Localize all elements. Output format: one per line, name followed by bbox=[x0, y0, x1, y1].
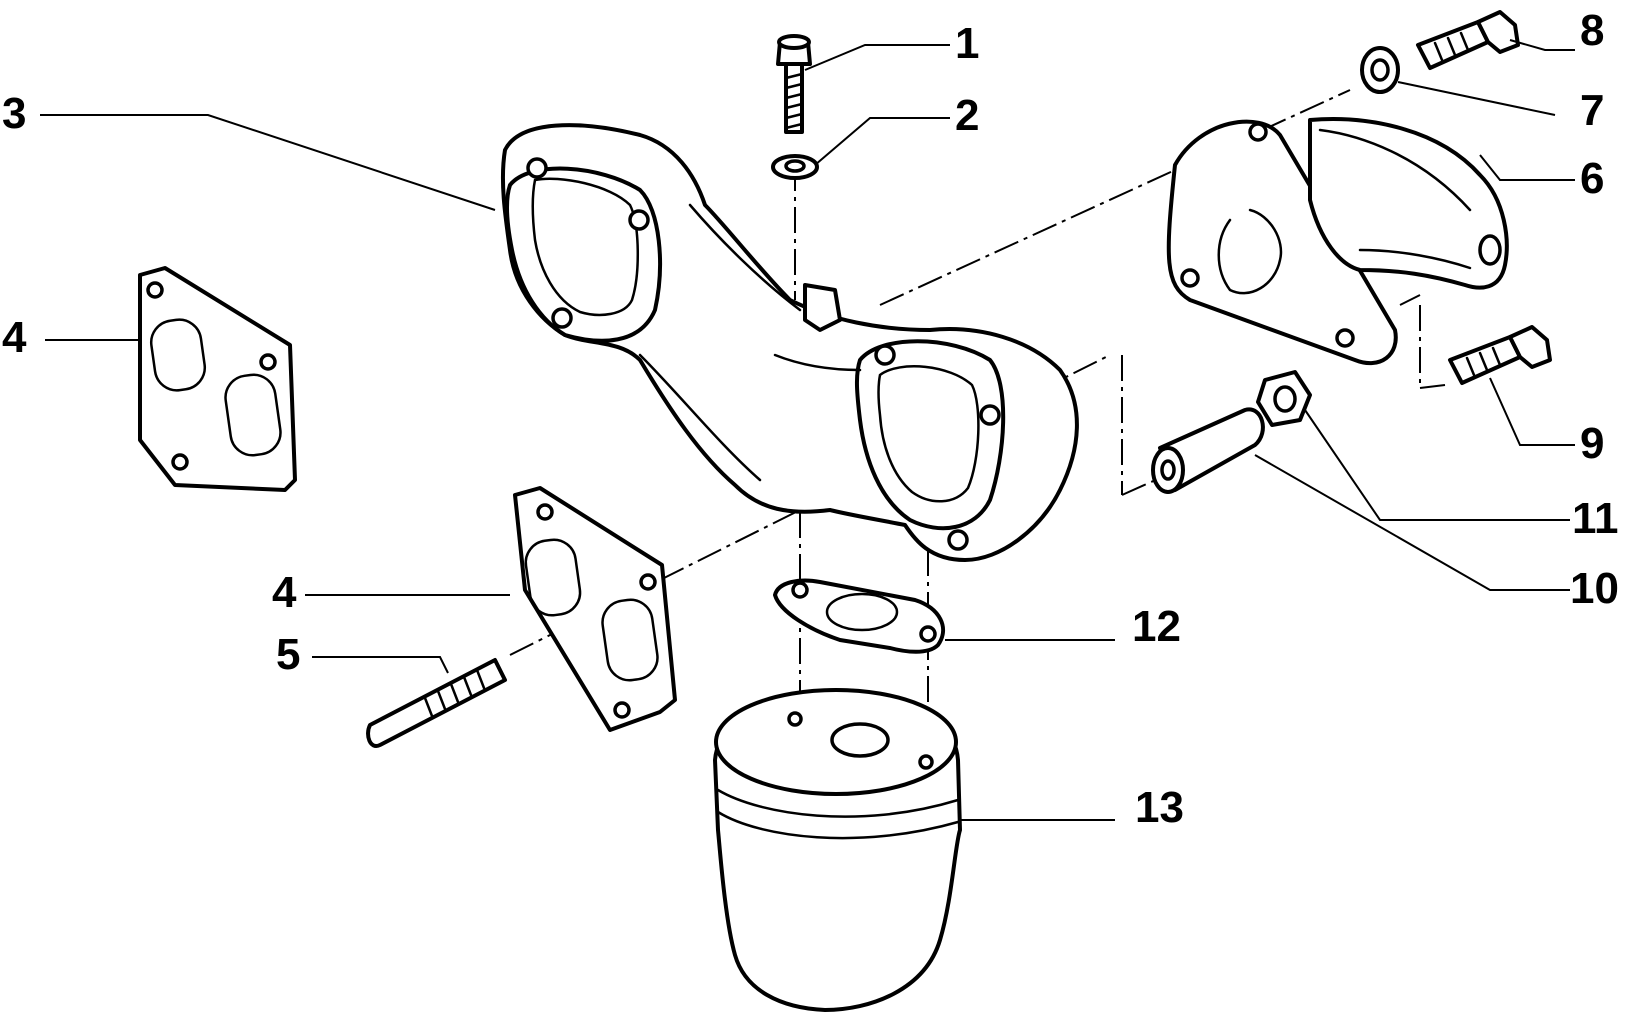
part-11-nut bbox=[1256, 370, 1312, 427]
callout-1: 1 bbox=[955, 19, 979, 68]
callout-2: 2 bbox=[955, 91, 979, 140]
part-10-sleeve bbox=[1151, 407, 1265, 494]
part-8-bolt bbox=[1416, 10, 1520, 70]
callout-4-lower: 4 bbox=[272, 568, 297, 617]
callout-3: 3 bbox=[2, 89, 26, 138]
callout-5: 5 bbox=[276, 630, 300, 679]
callout-8: 8 bbox=[1580, 6, 1604, 55]
part-4-gasket-upper bbox=[138, 266, 297, 492]
callout-6: 6 bbox=[1580, 154, 1604, 203]
part-7-washer bbox=[1360, 46, 1400, 94]
callout-4-upper: 4 bbox=[2, 313, 27, 362]
part-1-socket-screw bbox=[776, 34, 812, 134]
part-5-stud bbox=[366, 658, 507, 748]
part-9-bolt bbox=[1448, 325, 1552, 385]
part-12-gasket bbox=[773, 578, 945, 654]
part-13-filter bbox=[713, 688, 962, 1012]
callout-labels: 1 2 3 4 4 5 6 7 8 9 10 11 12 13 bbox=[2, 6, 1619, 832]
callout-10: 10 bbox=[1570, 564, 1619, 613]
callout-7: 7 bbox=[1580, 86, 1604, 135]
callout-12: 12 bbox=[1132, 602, 1181, 651]
part-6-flange bbox=[1166, 117, 1509, 366]
callout-11: 11 bbox=[1572, 494, 1619, 543]
part-3-manifold bbox=[500, 123, 1079, 562]
leader-lines bbox=[40, 39, 1575, 821]
part-4-gasket-lower bbox=[513, 486, 677, 732]
callout-13: 13 bbox=[1135, 783, 1184, 832]
callout-9: 9 bbox=[1580, 419, 1604, 468]
part-2-washer bbox=[771, 154, 819, 180]
